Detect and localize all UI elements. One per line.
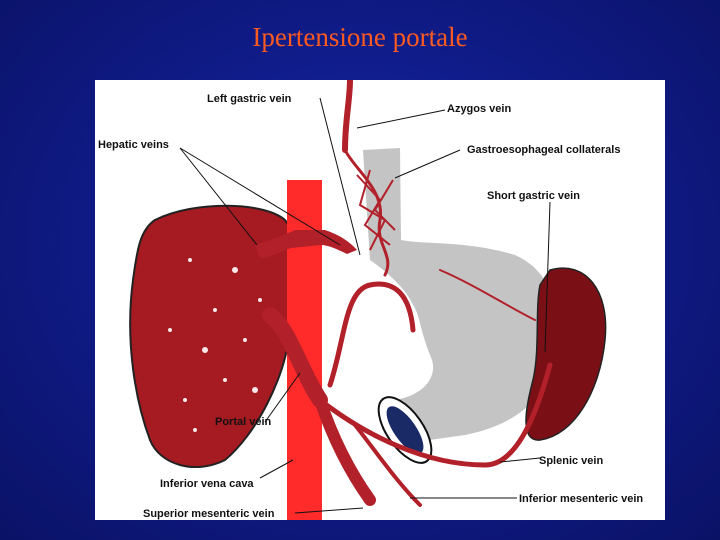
- stomach: [363, 148, 559, 443]
- gastroesophageal-collaterals: [343, 148, 390, 277]
- splenic-vein: [317, 362, 553, 468]
- portal-venous-system: [262, 80, 553, 507]
- superior-mesenteric-vein: [314, 394, 376, 506]
- portal-vein: [262, 307, 328, 408]
- azygos-vein: [342, 80, 353, 153]
- label-left-gastric-vein: Left gastric vein: [207, 93, 292, 105]
- label-short-gastric-vein: Short gastric vein: [487, 190, 580, 202]
- short-gastric-vein: [439, 269, 536, 321]
- label-superior-mesenteric-vein: Superior mesenteric vein: [143, 508, 275, 520]
- label-portal-vein: Portal vein: [215, 416, 272, 428]
- leader-lines: [179, 97, 551, 514]
- collateral-network: [356, 169, 396, 251]
- portal-hypertension-diagram: Left gastric vein Azygos vein Hepatic ve…: [95, 80, 665, 520]
- left-gastric-vein: [327, 281, 416, 388]
- inferior-mesenteric-vein: [353, 423, 422, 507]
- label-hepatic-veins: Hepatic veins: [98, 139, 169, 151]
- label-inferior-vena-cava: Inferior vena cava: [160, 478, 254, 490]
- label-splenic-vein: Splenic vein: [539, 455, 604, 467]
- label-inferior-mesenteric-vein: Inferior mesenteric vein: [519, 493, 644, 505]
- slide-title: Ipertensione portale: [252, 22, 468, 52]
- liver: [129, 204, 298, 469]
- label-gastroesophageal-collaterals: Gastroesophageal collaterals: [467, 144, 621, 156]
- anatomy-illustration: [129, 80, 607, 520]
- hepatic-veins: [255, 230, 357, 258]
- label-azygos-vein: Azygos vein: [447, 103, 512, 115]
